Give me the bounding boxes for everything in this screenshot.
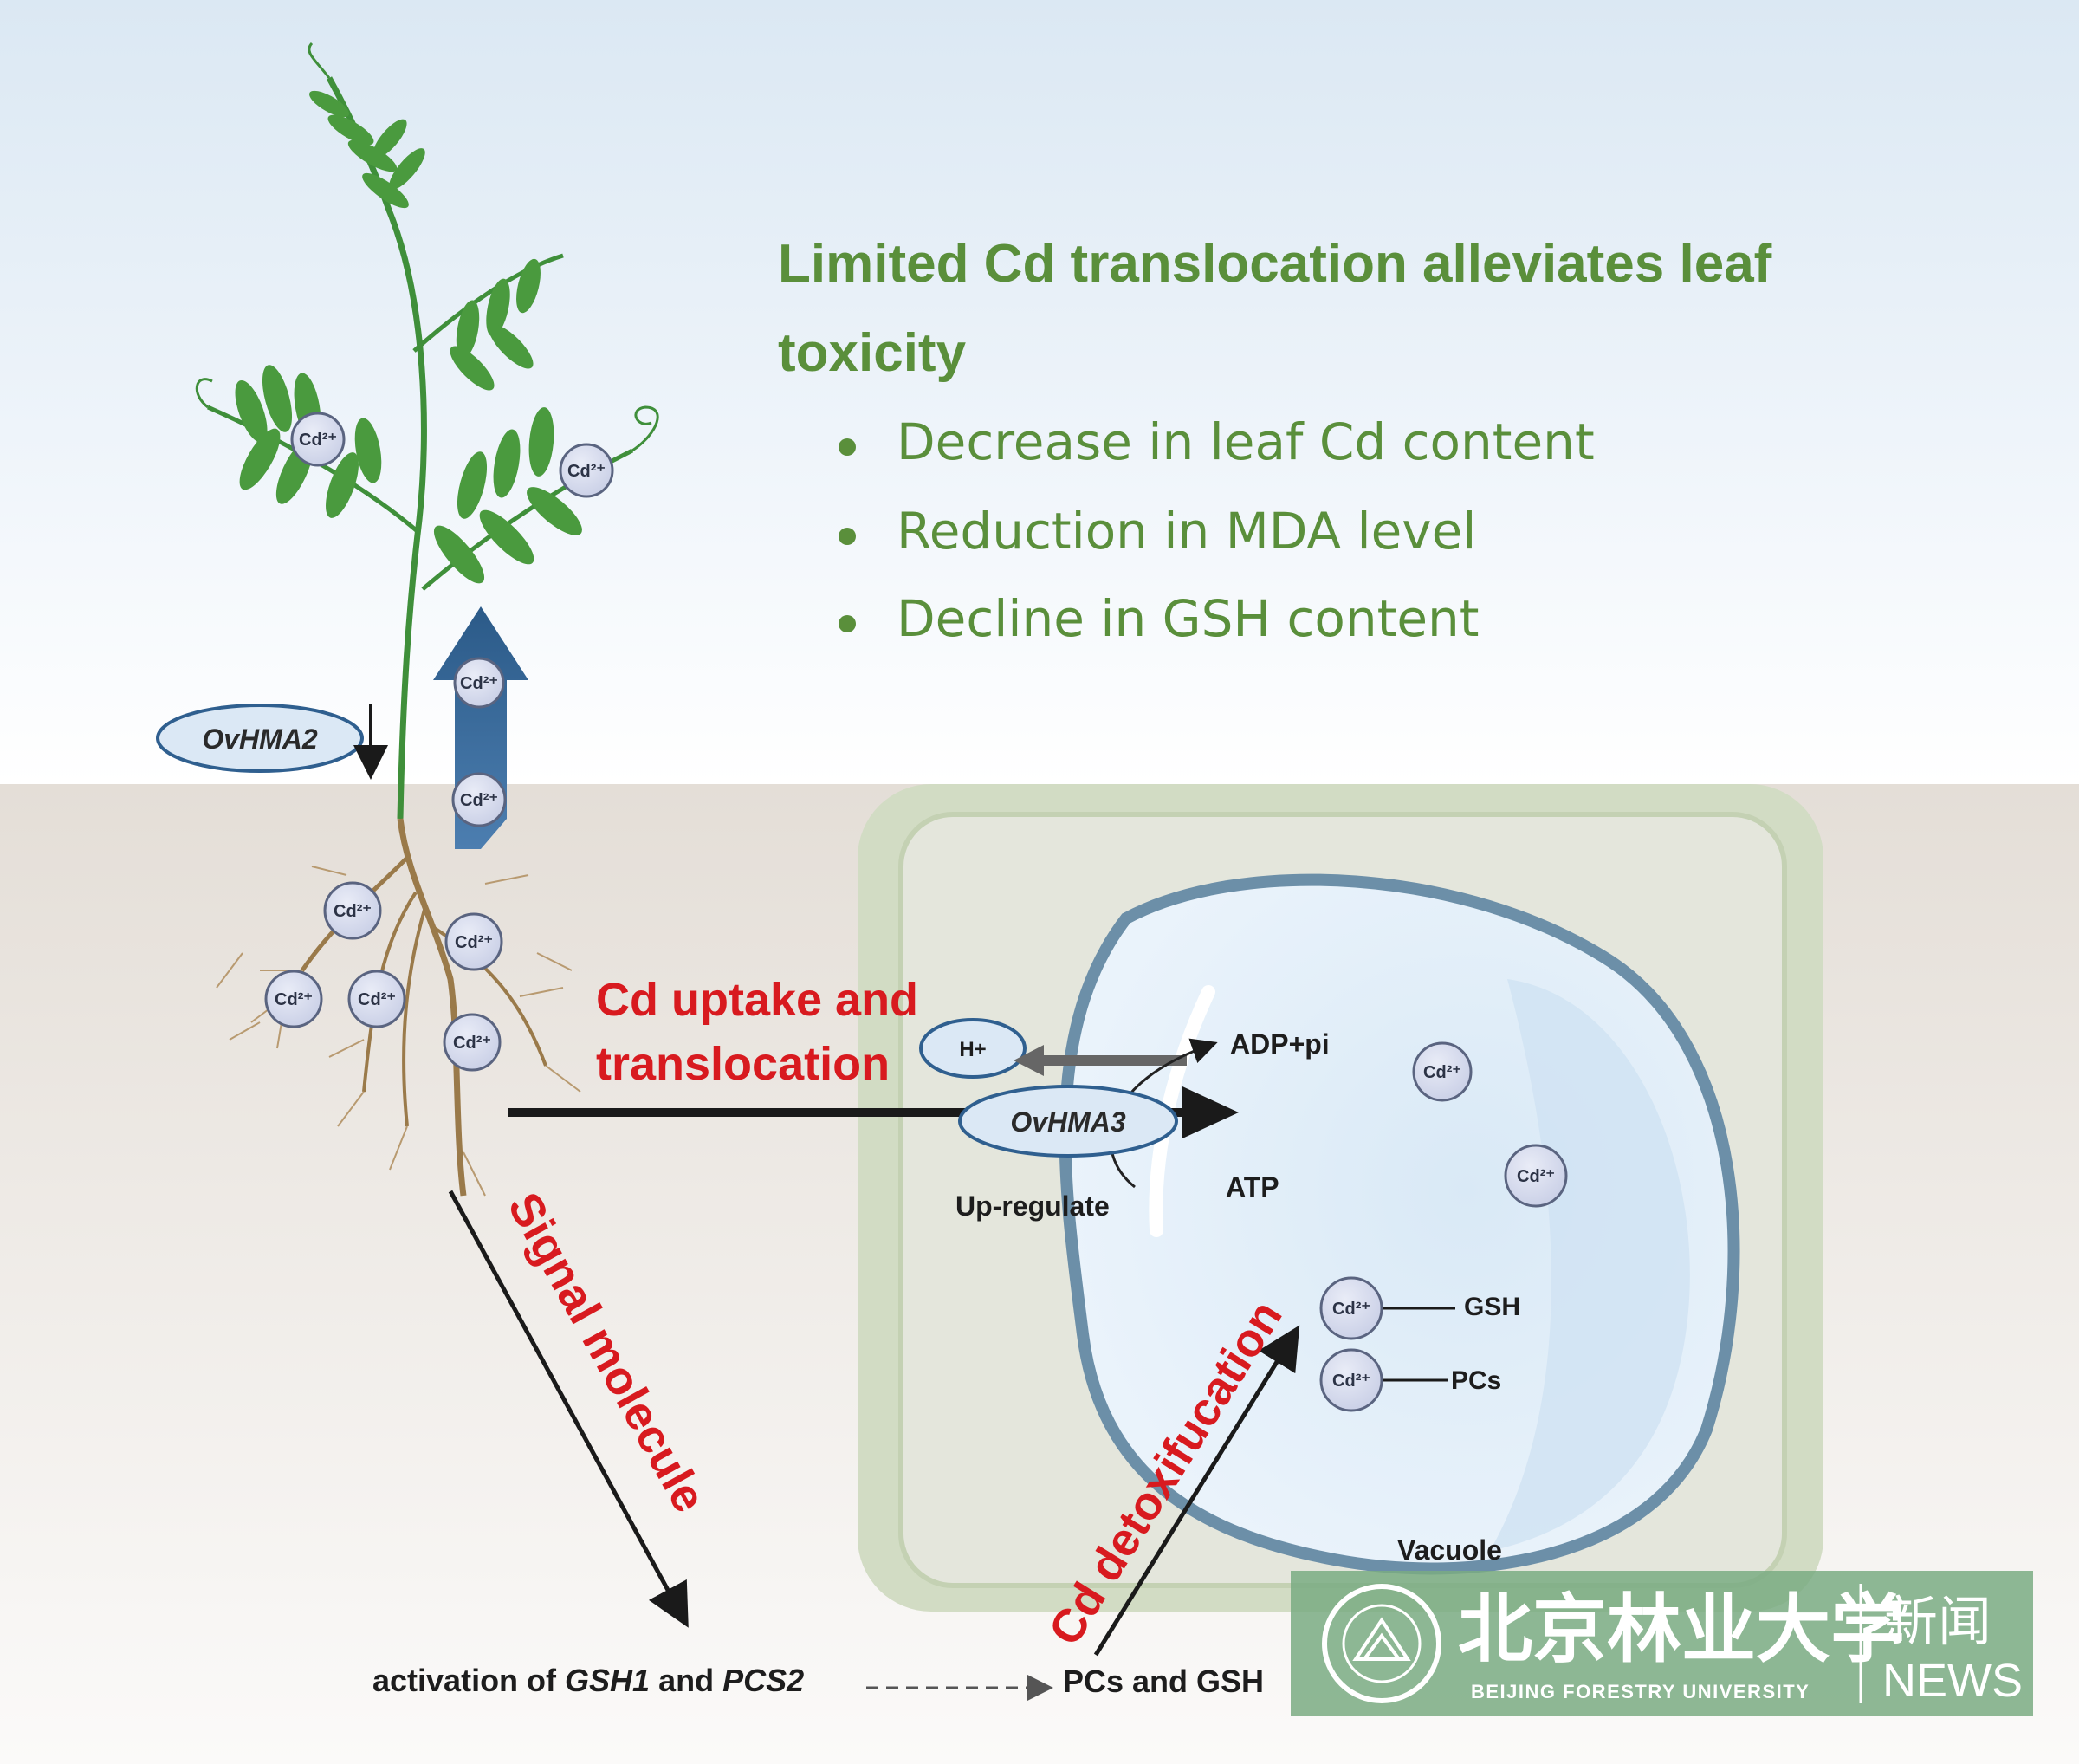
gsh-label: GSH (1464, 1293, 1520, 1321)
detox-arrow (1093, 1325, 1300, 1657)
bullet-dot (839, 438, 856, 456)
ovhma2-label: OvHMA2 (202, 723, 318, 755)
watermark-news-en: NEWS (1882, 1655, 2023, 1707)
seal-tree-icon (1352, 1617, 1411, 1661)
svg-text:Cd²⁺: Cd²⁺ (275, 990, 313, 1009)
svg-text:Cd²⁺: Cd²⁺ (460, 791, 498, 810)
svg-text:Cd²⁺: Cd²⁺ (358, 990, 396, 1009)
bullet-list: Decrease in leaf Cd content Reduction in… (839, 412, 1595, 648)
cd-ion: Cd²⁺ (347, 970, 406, 1028)
cd-ion: Cd²⁺ (1319, 1348, 1383, 1412)
upregulate-label: Up-regulate (955, 1190, 1110, 1222)
right-tendril (631, 405, 659, 452)
signal-arrow (448, 1190, 689, 1628)
svg-text:Cd²⁺: Cd²⁺ (1332, 1300, 1370, 1319)
ovhma3-transporter (958, 1085, 1178, 1158)
watermark-chinese-name: 北京林业大学 (1458, 1586, 1905, 1673)
cd-ion: Cd²⁺ (264, 970, 323, 1028)
cd-ion: Cd²⁺ (1412, 1041, 1473, 1102)
top-tendril (308, 42, 331, 79)
heading-line-2: toxicity (778, 323, 967, 383)
vacuole-shade (1490, 979, 1690, 1551)
proton-efflux-arrow-head (1014, 1045, 1044, 1076)
svg-text:Cd²⁺: Cd²⁺ (1332, 1372, 1370, 1391)
pcs-label: PCs (1451, 1366, 1501, 1395)
proton-transporter (919, 1018, 1027, 1079)
ovhma3-label: OvHMA3 (1010, 1106, 1126, 1138)
cd-ion: Cd²⁺ (444, 912, 503, 971)
cd-ion: Cd²⁺ (443, 1013, 502, 1072)
cd-ion: Cd²⁺ (1504, 1144, 1568, 1208)
ovhma2-transporter (156, 704, 364, 773)
university-seal (1322, 1584, 1441, 1703)
svg-text:Cd²⁺: Cd²⁺ (567, 462, 606, 481)
cd-ion: Cd²⁺ (559, 443, 614, 498)
svg-text:Cd²⁺: Cd²⁺ (1423, 1063, 1461, 1082)
pcs-gsh-label: PCs and GSH (1063, 1663, 1264, 1699)
svg-text:Cd²⁺: Cd²⁺ (299, 431, 337, 450)
watermark-english-name: BEIJING FORESTRY UNIVERSITY (1471, 1681, 1810, 1702)
svg-text:Cd²⁺: Cd²⁺ (1517, 1167, 1555, 1186)
watermark: 北京林业大学 BEIJING FORESTRY UNIVERSITY 新闻 NE… (1291, 1571, 2033, 1716)
cd-ion: Cd²⁺ (323, 881, 382, 940)
left-tendril (195, 378, 213, 409)
upper-branch (412, 253, 564, 353)
svg-text:Cd²⁺: Cd²⁺ (460, 674, 498, 693)
leaflets (235, 90, 582, 584)
cd-ion: Cd²⁺ (1319, 1276, 1383, 1340)
bullet-item: Decrease in leaf Cd content (897, 412, 1595, 471)
watermark-news-cn: 新闻 (1884, 1590, 1992, 1653)
uptake-label-line-2: translocation (596, 1038, 890, 1090)
svg-text:Cd²⁺: Cd²⁺ (455, 933, 493, 952)
bullet-item: Reduction in MDA level (897, 502, 1476, 561)
activation-label: activation of GSH1 and PCS2 (372, 1663, 804, 1698)
vacuole-label: Vacuole (1397, 1534, 1502, 1566)
uptake-arrow-head (1182, 1086, 1239, 1138)
university-seal-inner (1342, 1604, 1422, 1683)
cd-ions: Cd²⁺ Cd²⁺ Cd²⁺ Cd²⁺ Cd²⁺ Cd²⁺ Cd²⁺ Cd²⁺ … (264, 412, 1568, 1412)
bullet-dot (839, 615, 856, 632)
cd-ion: Cd²⁺ (290, 412, 346, 467)
uptake-label-line-1: Cd uptake and (596, 974, 918, 1026)
svg-text:Cd²⁺: Cd²⁺ (453, 1034, 491, 1053)
bullet-item: Decline in GSH content (897, 589, 1480, 648)
adp-label: ADP+pi (1230, 1028, 1330, 1060)
proton-label: H+ (959, 1038, 986, 1061)
main-root (397, 818, 467, 1197)
plant-shoot (195, 42, 659, 820)
cd-ion: Cd²⁺ (453, 657, 505, 709)
cd-ion: Cd²⁺ (451, 772, 507, 827)
atp-label: ATP (1226, 1171, 1279, 1203)
bullet-dot (839, 528, 856, 545)
heading-line-1: Limited Cd translocation alleviates leaf (778, 234, 1772, 294)
svg-text:Cd²⁺: Cd²⁺ (334, 902, 372, 921)
